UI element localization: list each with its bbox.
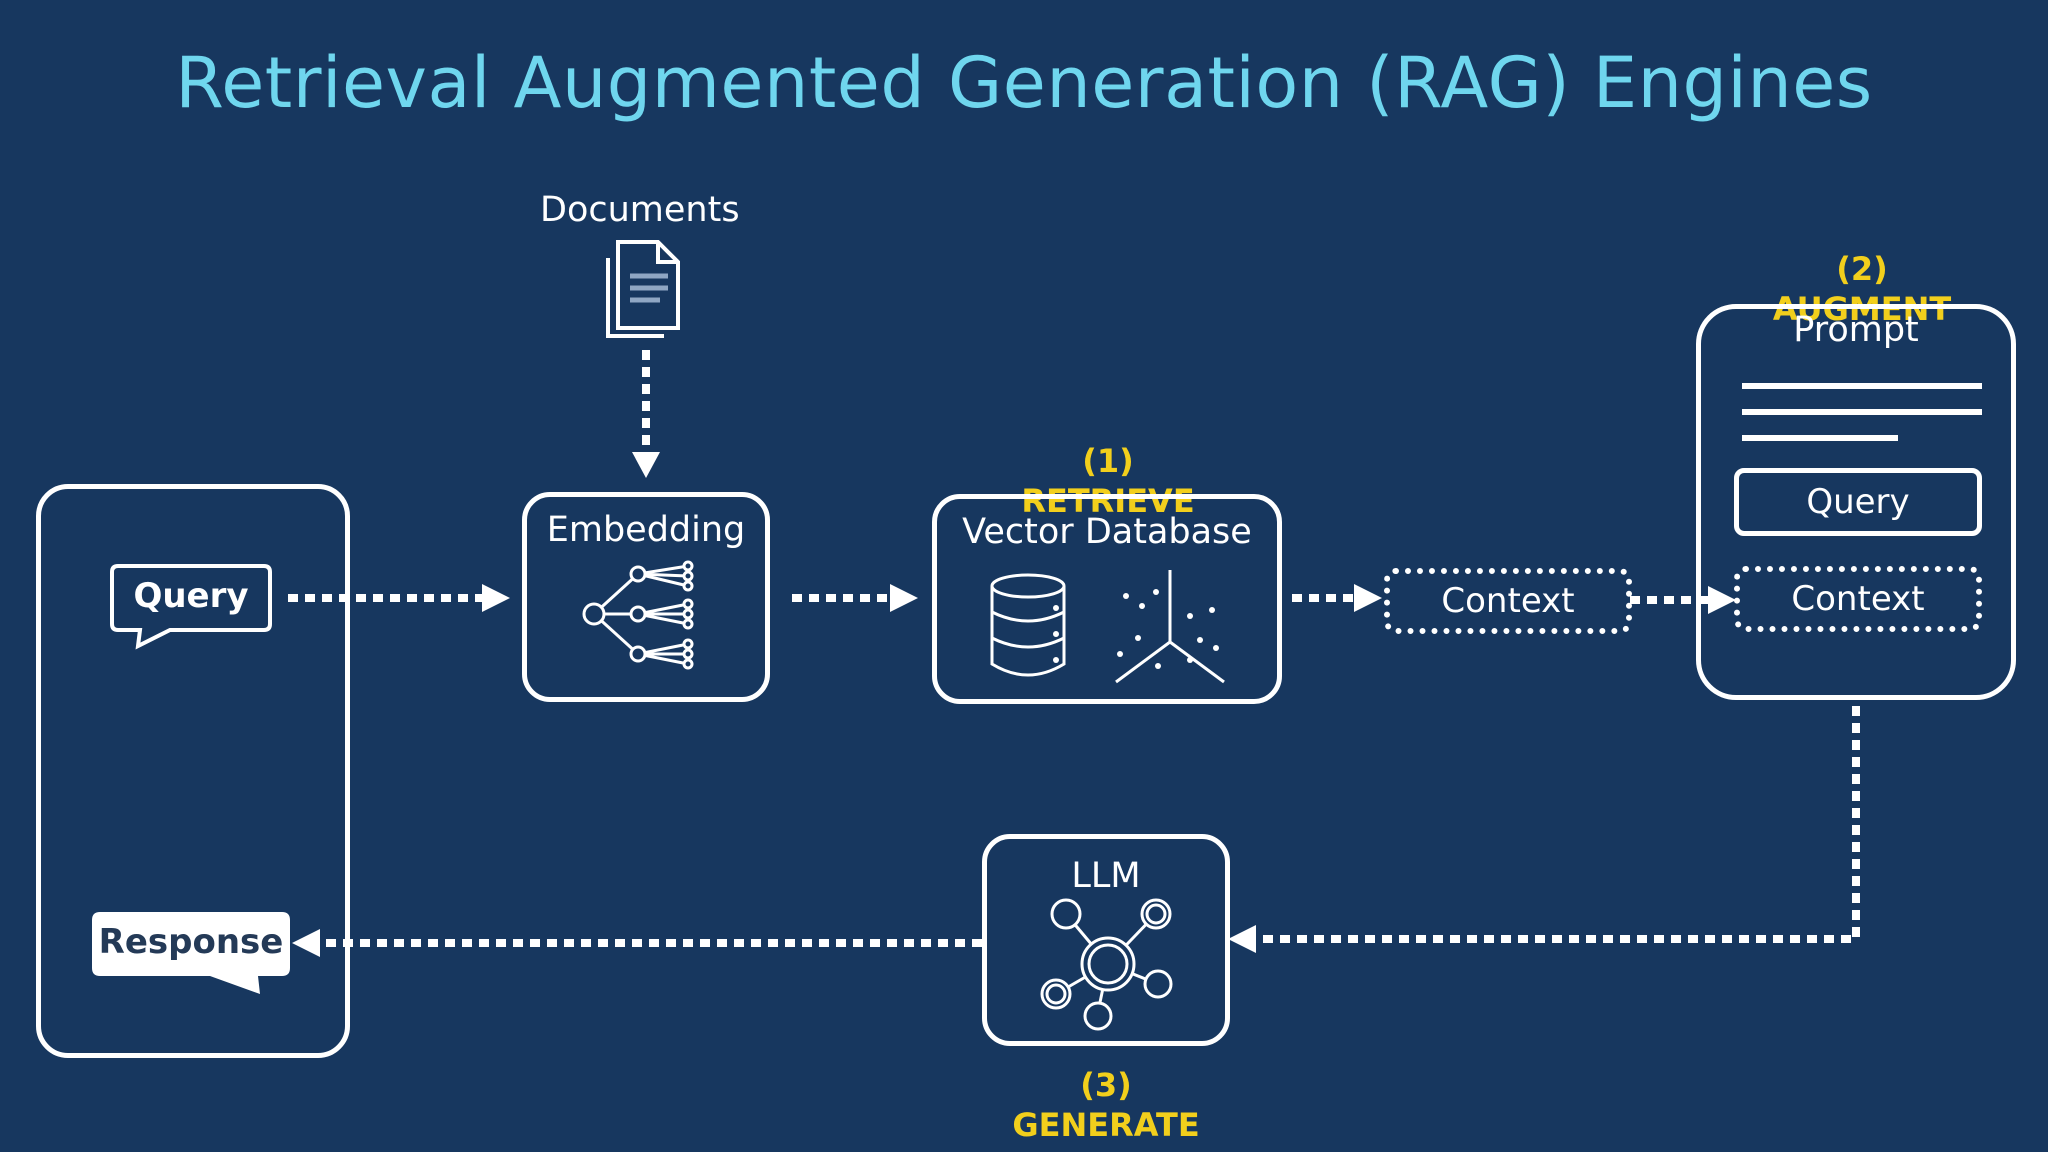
vector-database-label: Vector Database (962, 512, 1252, 552)
context-box: Context (1384, 568, 1632, 634)
llm-box (982, 834, 1230, 1046)
prompt-context-field: Context (1734, 566, 1982, 632)
generate-step-number: (3) (1080, 1066, 1132, 1104)
query-bubble-label: Query (133, 576, 249, 616)
vector-scatter-icon (1115, 570, 1225, 684)
prompt-query-field: Query (1734, 468, 1982, 536)
user-panel (36, 484, 350, 1058)
embedding-label: Embedding (546, 510, 746, 550)
context-box-label: Context (1441, 581, 1575, 621)
tree-graph-icon (582, 560, 694, 670)
neural-network-icon (1040, 898, 1173, 1031)
arrowhead-right (482, 584, 510, 612)
prompt-box (1696, 304, 2016, 700)
response-bubble-label: Response (98, 922, 284, 962)
generate-step-name: GENERATE (1012, 1106, 1200, 1144)
documents-icon (606, 240, 680, 338)
prompt-text-lines (1742, 383, 1982, 441)
arrowhead-right (890, 584, 918, 612)
documents-label: Documents (540, 190, 740, 230)
retrieve-step-number: (1) (1082, 442, 1134, 480)
arrowhead-left (1228, 925, 1256, 953)
arrowhead-right (1354, 584, 1382, 612)
augment-step-number: (2) (1836, 250, 1888, 288)
prompt-label: Prompt (1793, 310, 1919, 350)
llm-label: LLM (1071, 856, 1141, 896)
arrow-prompt-to-llm (1252, 706, 1860, 943)
prompt-context-label: Context (1791, 579, 1925, 619)
query-bubble[interactable] (108, 562, 274, 652)
embedding-box (522, 492, 770, 702)
page-title: Retrieval Augmented Generation (RAG) Eng… (175, 42, 1873, 124)
vector-database-box (932, 494, 1282, 704)
arrowhead-right (1708, 586, 1736, 614)
database-cylinder-icon (990, 573, 1066, 677)
prompt-query-label: Query (1806, 482, 1910, 522)
arrowhead-down (632, 452, 660, 478)
augment-step-name: AUGMENT (1772, 290, 1952, 328)
arrowhead-left (292, 929, 320, 957)
response-bubble (92, 912, 290, 994)
retrieve-step-name: RETRIEVE (1021, 482, 1195, 520)
